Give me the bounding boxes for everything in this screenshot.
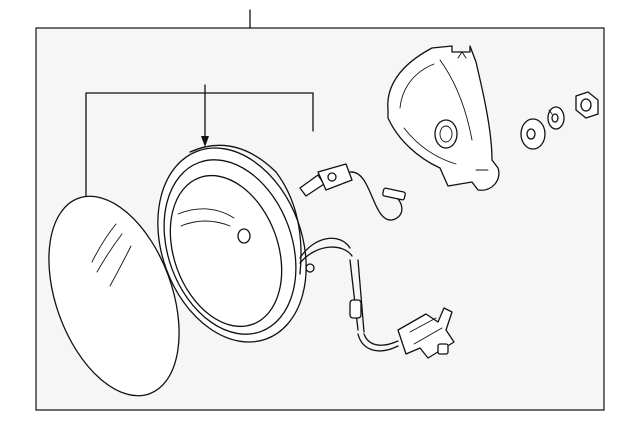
callout-bracket (85, 84, 314, 225)
headlamp-lens-icon (48, 195, 180, 397)
arrow-to-housing-icon (201, 136, 209, 147)
wiring-harness-icon (299, 237, 399, 352)
connector-plug-icon (397, 307, 455, 359)
mounting-bracket-icon (387, 45, 500, 191)
washer-icon (520, 118, 546, 150)
nut-icon (575, 91, 599, 119)
spring-washer-icon (547, 106, 565, 130)
headlamp-bulb-icon (299, 163, 406, 221)
